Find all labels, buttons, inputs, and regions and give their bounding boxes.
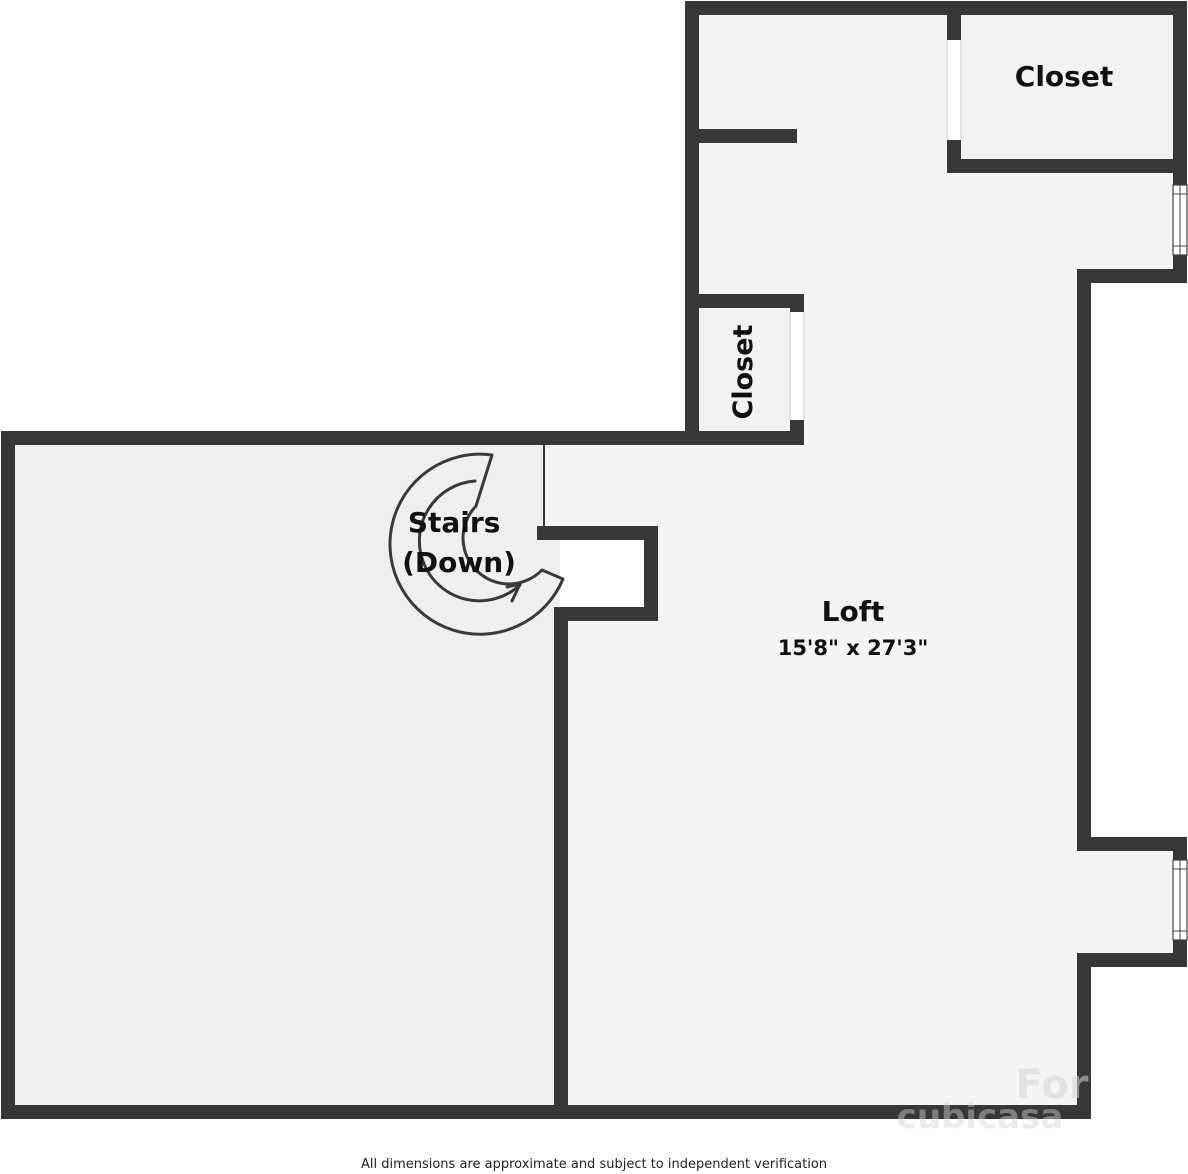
stairs-inner-arc [417, 479, 522, 603]
stairs-label-line2: (Down) [402, 546, 516, 579]
closet-top-label: Closet [1015, 60, 1113, 93]
interior-partition-wall [537, 526, 658, 1119]
watermark-brand-top: For [1016, 1062, 1089, 1108]
closet-side-door-opening [790, 312, 804, 420]
loft-label: Loft [822, 595, 885, 628]
closet-top-door-opening [947, 40, 961, 140]
window-icon [1172, 859, 1188, 941]
stairs-label: Stairs (Down) [402, 506, 516, 579]
closet-top-wall [947, 1, 1187, 173]
stairs-outer-edge [388, 452, 565, 636]
unfinished-area-floor [8, 438, 560, 1112]
closet-side-label: Closet [728, 324, 759, 419]
closet-side-wall [685, 294, 804, 445]
stairs-arrow-head [505, 582, 522, 603]
watermark-brand-bottom: cubicasa [897, 1097, 1064, 1137]
window-icon [1172, 184, 1188, 256]
disclaimer-text: All dimensions are approximate and subje… [360, 1157, 828, 1172]
closet-side-floor [698, 308, 796, 436]
exterior-wall [1, 1, 1187, 1119]
openings [789, 40, 962, 420]
stairs-label-line1: Stairs [408, 506, 501, 539]
spiral-stairs-icon [388, 452, 565, 636]
closet-top-floor [954, 14, 1174, 164]
loft-dimensions: 15'8" x 27'3" [778, 636, 929, 660]
loft-floor [544, 8, 1180, 1112]
walls [1, 1, 1187, 1119]
